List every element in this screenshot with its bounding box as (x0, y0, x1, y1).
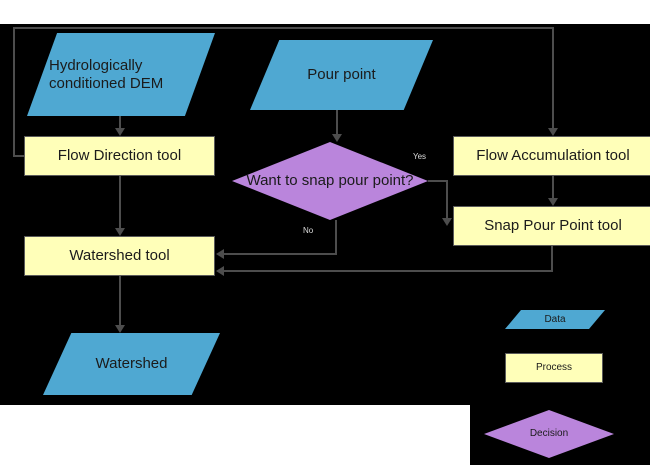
connector-no-down (335, 220, 337, 254)
node-label: Hydrologically conditioned DEM (49, 56, 164, 92)
node-pour-point[interactable]: Pour point (250, 40, 433, 110)
arrowhead-snap-to-watershed-tool (216, 266, 224, 276)
node-label: Pour point (307, 66, 376, 84)
connector-watershed-tool-to-output (119, 276, 121, 325)
connector-dem-left-rail (13, 27, 15, 157)
node-label: Want to snap pour point? (246, 172, 414, 190)
connector-pour-point-to-decision (336, 110, 338, 134)
connector-accumulation-to-snap (552, 176, 554, 198)
arrowhead-no-to-watershed-tool (216, 249, 224, 259)
node-label: Flow Direction tool (57, 147, 182, 165)
connector-dem-to-flow-direction (119, 116, 121, 128)
legend-data-shape: Data (505, 310, 605, 329)
arrowhead-to-watershed-output (115, 325, 125, 333)
node-hydrologically-conditioned-dem[interactable]: Hydrologically conditioned DEM (27, 33, 215, 116)
node-watershed-tool[interactable]: Watershed tool (24, 236, 215, 276)
connector-snap-down (551, 246, 553, 272)
connector-no-left (224, 253, 337, 255)
node-label: Flow Accumulation tool (476, 147, 630, 165)
connector-snap-left (224, 270, 553, 272)
arrowhead-to-flow-direction (115, 128, 125, 136)
arrowhead-to-watershed-tool (115, 228, 125, 236)
node-flow-accumulation-tool[interactable]: Flow Accumulation tool (453, 136, 650, 176)
node-snap-pour-point-tool[interactable]: Snap Pour Point tool (453, 206, 650, 246)
node-watershed-output[interactable]: Watershed (43, 333, 220, 395)
node-label: Snap Pour Point tool (484, 217, 622, 235)
connector-yes-down (446, 180, 448, 218)
arrowhead-to-decision (332, 134, 342, 142)
connector-down-to-accumulation (552, 27, 554, 128)
node-flow-direction-tool[interactable]: Flow Direction tool (24, 136, 215, 176)
connector-flow-direction-to-watershed-tool (119, 176, 121, 228)
connector-yes-right (428, 180, 448, 182)
arrowhead-to-snap-pour-point (442, 218, 452, 226)
legend-label: Decision (529, 428, 569, 440)
edge-label-no: No (303, 226, 314, 235)
legend-label: Process (535, 362, 573, 374)
edge-label-yes: Yes (413, 152, 427, 161)
connector-dem-to-accumulation-top (13, 27, 554, 29)
arrowhead-to-flow-accumulation (548, 128, 558, 136)
legend-process-shape: Process (505, 353, 603, 383)
connector-rail-to-flow-direction (13, 155, 26, 157)
arrowhead-accumulation-to-snap (548, 198, 558, 206)
node-label: Watershed (95, 355, 168, 373)
node-label: Watershed tool (69, 247, 170, 265)
legend-label: Data (544, 313, 566, 325)
